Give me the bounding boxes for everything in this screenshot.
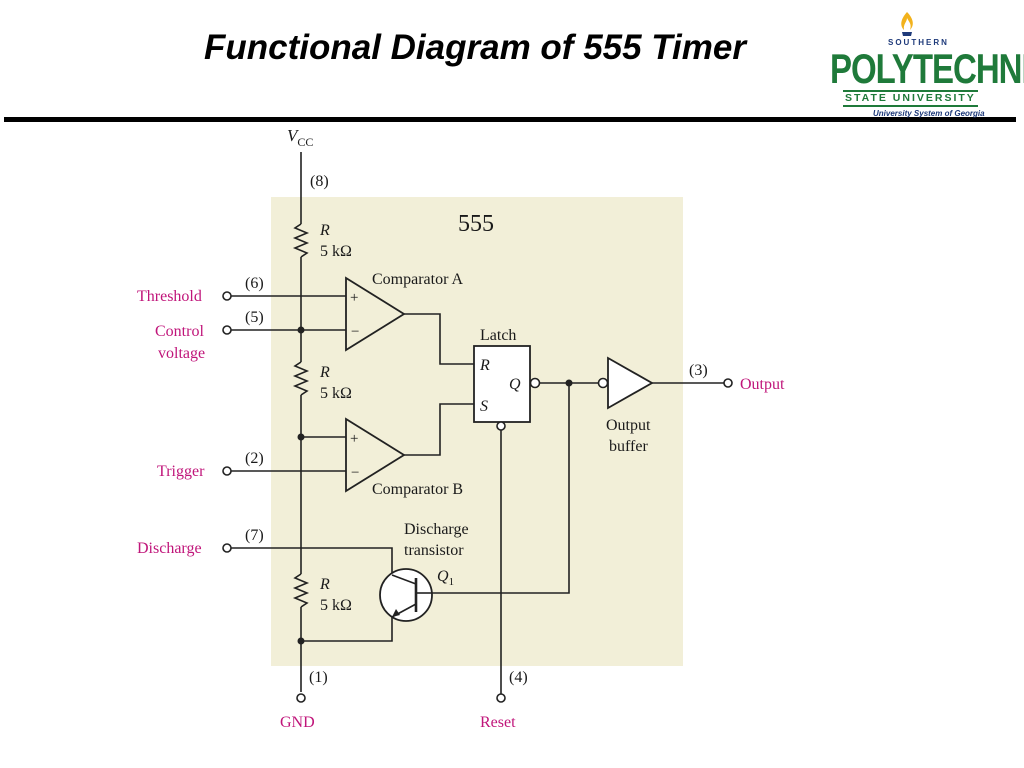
pin-1-label: (1) xyxy=(309,669,328,686)
pin-4-label: (4) xyxy=(509,669,528,686)
vcc-label: VCC xyxy=(287,126,313,149)
latch-q-bubble xyxy=(529,377,541,389)
logo-polytechnic-text: POLYTECHNIC xyxy=(830,45,1024,92)
pin-6-label: (6) xyxy=(245,275,264,292)
comparator-a-output-wire xyxy=(404,313,474,365)
pin-3-label: (3) xyxy=(689,362,708,379)
control-label-line2: voltage xyxy=(158,345,205,362)
comparator-b-minus: − xyxy=(351,465,359,481)
latch-r: R xyxy=(479,357,490,374)
base-drive-wire xyxy=(432,383,570,594)
reset-label: Reset xyxy=(480,714,516,731)
threshold-terminal xyxy=(222,291,232,301)
output-label: Output xyxy=(740,376,785,393)
resistor-3-symbol: R xyxy=(319,576,330,593)
reset-terminal xyxy=(496,693,506,703)
slide-title: Functional Diagram of 555 Timer xyxy=(204,28,746,67)
control-label-line1: Control xyxy=(155,323,204,340)
comparator-a-minus: − xyxy=(351,324,359,340)
chip-body xyxy=(271,197,683,666)
resistor-3 xyxy=(292,573,310,608)
comparator-b-label: Comparator B xyxy=(372,481,463,498)
latch-s: S xyxy=(480,398,488,415)
comparator-a-label: Comparator A xyxy=(372,271,464,288)
resistor-1-value: 5 kΩ xyxy=(320,243,352,260)
resistor-2-value: 5 kΩ xyxy=(320,385,352,402)
resistor-2 xyxy=(292,361,310,396)
resistor-3-value: 5 kΩ xyxy=(320,597,352,614)
discharge-wire xyxy=(231,547,393,575)
emitter-ground-wire xyxy=(301,617,393,642)
discharge-transistor-label-line1: Discharge xyxy=(404,521,469,538)
title-underline xyxy=(4,117,1016,122)
pin-2-label: (2) xyxy=(245,450,264,467)
control-terminal xyxy=(222,325,232,335)
output-terminal xyxy=(723,378,733,388)
logo-state-university-text: STATE UNIVERSITY xyxy=(843,90,978,107)
transistor-name: Q1 xyxy=(437,568,454,588)
discharge-terminal xyxy=(222,543,232,553)
resistor-1-symbol: R xyxy=(319,222,330,239)
logo-usg-text: University System of Georgia xyxy=(873,109,985,118)
latch-label: Latch xyxy=(480,327,516,344)
discharge-label: Discharge xyxy=(137,540,202,557)
trigger-label: Trigger xyxy=(157,463,205,480)
comparator-b xyxy=(345,417,406,493)
buffer-input-bubble xyxy=(597,377,609,389)
pin-7-label: (7) xyxy=(245,527,264,544)
output-buffer-label-line1: Output xyxy=(606,417,651,434)
transistor-q1 xyxy=(379,568,433,622)
transistor-collector xyxy=(391,574,417,585)
latch-q: Q xyxy=(509,376,521,393)
chip-label: 555 xyxy=(458,211,494,237)
comparator-a-plus: + xyxy=(350,290,358,306)
university-logo: SOUTHERN POLYTECHNIC STATE UNIVERSITY Un… xyxy=(828,12,1024,118)
comparator-a xyxy=(345,276,406,352)
flame-icon xyxy=(901,12,913,36)
pin-5-label: (5) xyxy=(245,309,264,326)
latch-reset-bubble xyxy=(496,421,506,431)
output-buffer-label-line2: buffer xyxy=(609,438,648,455)
logo-southern-text: SOUTHERN xyxy=(888,38,949,47)
gnd-terminal xyxy=(296,693,306,703)
discharge-transistor-label-line2: transistor xyxy=(404,542,464,559)
transistor-emitter-arrow xyxy=(392,609,400,617)
resistor-1 xyxy=(292,223,310,258)
output-buffer xyxy=(607,356,654,410)
comparator-b-plus: + xyxy=(350,431,358,447)
pin-8-label: (8) xyxy=(310,173,329,190)
trigger-terminal xyxy=(222,466,232,476)
resistor-2-symbol: R xyxy=(319,364,330,381)
comparator-b-output-wire xyxy=(404,403,474,456)
gnd-label: GND xyxy=(280,714,315,731)
latch-box xyxy=(473,345,531,423)
threshold-label: Threshold xyxy=(137,288,202,305)
